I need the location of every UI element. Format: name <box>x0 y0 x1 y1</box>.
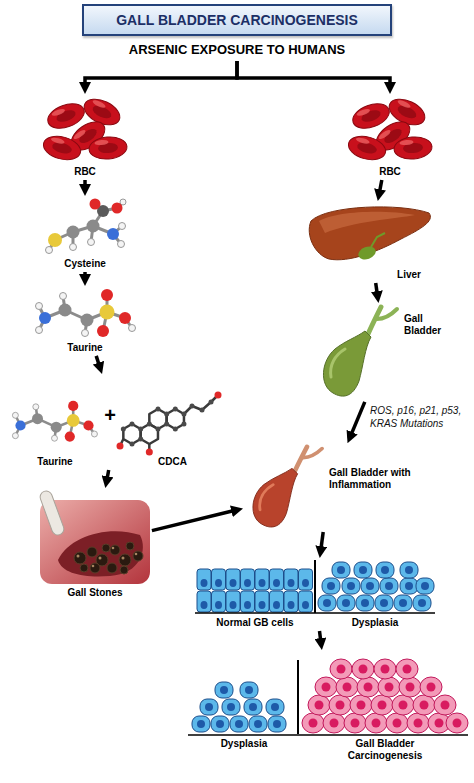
illustration-slot <box>40 96 130 164</box>
caption-row: DysplasiaGall Bladder Carcinogenesis <box>188 736 470 762</box>
taurine-molecule <box>36 289 136 337</box>
title-text: GALL BLADDER CARCINOGENESIS <box>116 12 358 28</box>
gall-stones-photo <box>38 489 150 584</box>
node-caption: Taurine <box>10 456 100 468</box>
node-caption: RBC <box>345 166 435 178</box>
edge-label: ROS, p16, p21, p53, KRAS Mutations <box>370 405 470 430</box>
diagram-node: Normal GB cellsDysplasia <box>195 560 435 629</box>
illustration-slot <box>195 560 435 615</box>
cell-layer-normal-dysplasia <box>195 560 435 613</box>
node-caption: RBC <box>40 166 130 178</box>
liver-organ <box>309 207 430 262</box>
flow-arrow <box>83 272 87 278</box>
illustration-slot <box>45 198 125 256</box>
node-caption: Taurine <box>35 342 135 354</box>
red-blood-cells <box>346 94 433 164</box>
illustration-slot <box>345 96 435 164</box>
plus-slot: + <box>100 376 120 454</box>
diagram-node: Gall Bladder with Inflammation <box>245 445 413 530</box>
node-caption: Liver <box>305 269 435 281</box>
cell-layer-dysplasia-carcinoma <box>188 659 468 735</box>
diagram-node: Gall Stones <box>40 490 150 599</box>
flow-arrow <box>321 532 323 550</box>
taurine-molecule <box>12 401 97 442</box>
node-caption: Dysplasia <box>188 738 300 762</box>
title-banner: GALL BLADDER CARCINOGENESIS <box>82 4 392 36</box>
diagram-node: Taurine <box>35 288 135 354</box>
illustration-slot <box>40 490 150 585</box>
illustration-slot <box>35 288 135 340</box>
cysteine-molecule <box>46 199 127 254</box>
caption-row: Normal GB cellsDysplasia <box>195 615 435 629</box>
flow-arrow <box>107 470 109 480</box>
inflamed-gall-bladder <box>253 447 322 527</box>
diagram-node: ARSENIC EXPOSURE TO HUMANS <box>97 42 377 59</box>
flow-arrow <box>379 180 382 193</box>
caption-row: Taurine CDCA <box>10 454 225 468</box>
flow-arrow <box>237 61 390 86</box>
illustration-slot <box>188 652 470 736</box>
illustration-slot <box>10 376 100 454</box>
gall-bladder-organ <box>323 307 397 396</box>
flow-arrow <box>96 356 99 367</box>
illustration-row: + <box>10 376 225 454</box>
node-caption: Gall Stones <box>40 587 150 599</box>
illustration-slot <box>305 203 435 267</box>
diagram-node: RBC <box>40 96 130 178</box>
diagram-node: Gall Bladder <box>315 305 456 400</box>
caption-gap <box>100 454 120 468</box>
illustration-slot <box>245 445 325 530</box>
cdca-molecule <box>117 392 222 456</box>
diagram-node: Liver <box>305 203 435 281</box>
node-caption: Gall Bladder <box>404 305 456 337</box>
flow-arrow <box>351 402 365 436</box>
illustration-slot <box>315 305 400 400</box>
diagram-node: DysplasiaGall Bladder Carcinogenesis <box>188 652 470 762</box>
diagram-node: Cysteine <box>45 198 125 270</box>
flow-arrow <box>320 631 321 642</box>
node-caption: Cysteine <box>45 258 125 270</box>
red-blood-cells <box>41 94 128 164</box>
flow-arrow <box>83 180 87 188</box>
plus-sign: + <box>104 404 116 427</box>
node-caption: CDCA <box>120 456 225 468</box>
diagram-node: RBC <box>345 96 435 178</box>
node-caption: Dysplasia <box>315 617 435 629</box>
node-caption: Gall Bladder Carcinogenesis <box>300 738 470 762</box>
node-caption: Gall Bladder with Inflammation <box>329 445 413 491</box>
illustration-slot <box>120 376 225 454</box>
node-caption: Normal GB cells <box>195 617 315 629</box>
node-caption: ARSENIC EXPOSURE TO HUMANS <box>97 42 377 59</box>
flow-arrow <box>85 61 237 86</box>
diagram-node: + Taurine CDCA <box>10 376 225 468</box>
flow-arrow <box>152 510 235 530</box>
flow-arrow <box>376 283 378 295</box>
